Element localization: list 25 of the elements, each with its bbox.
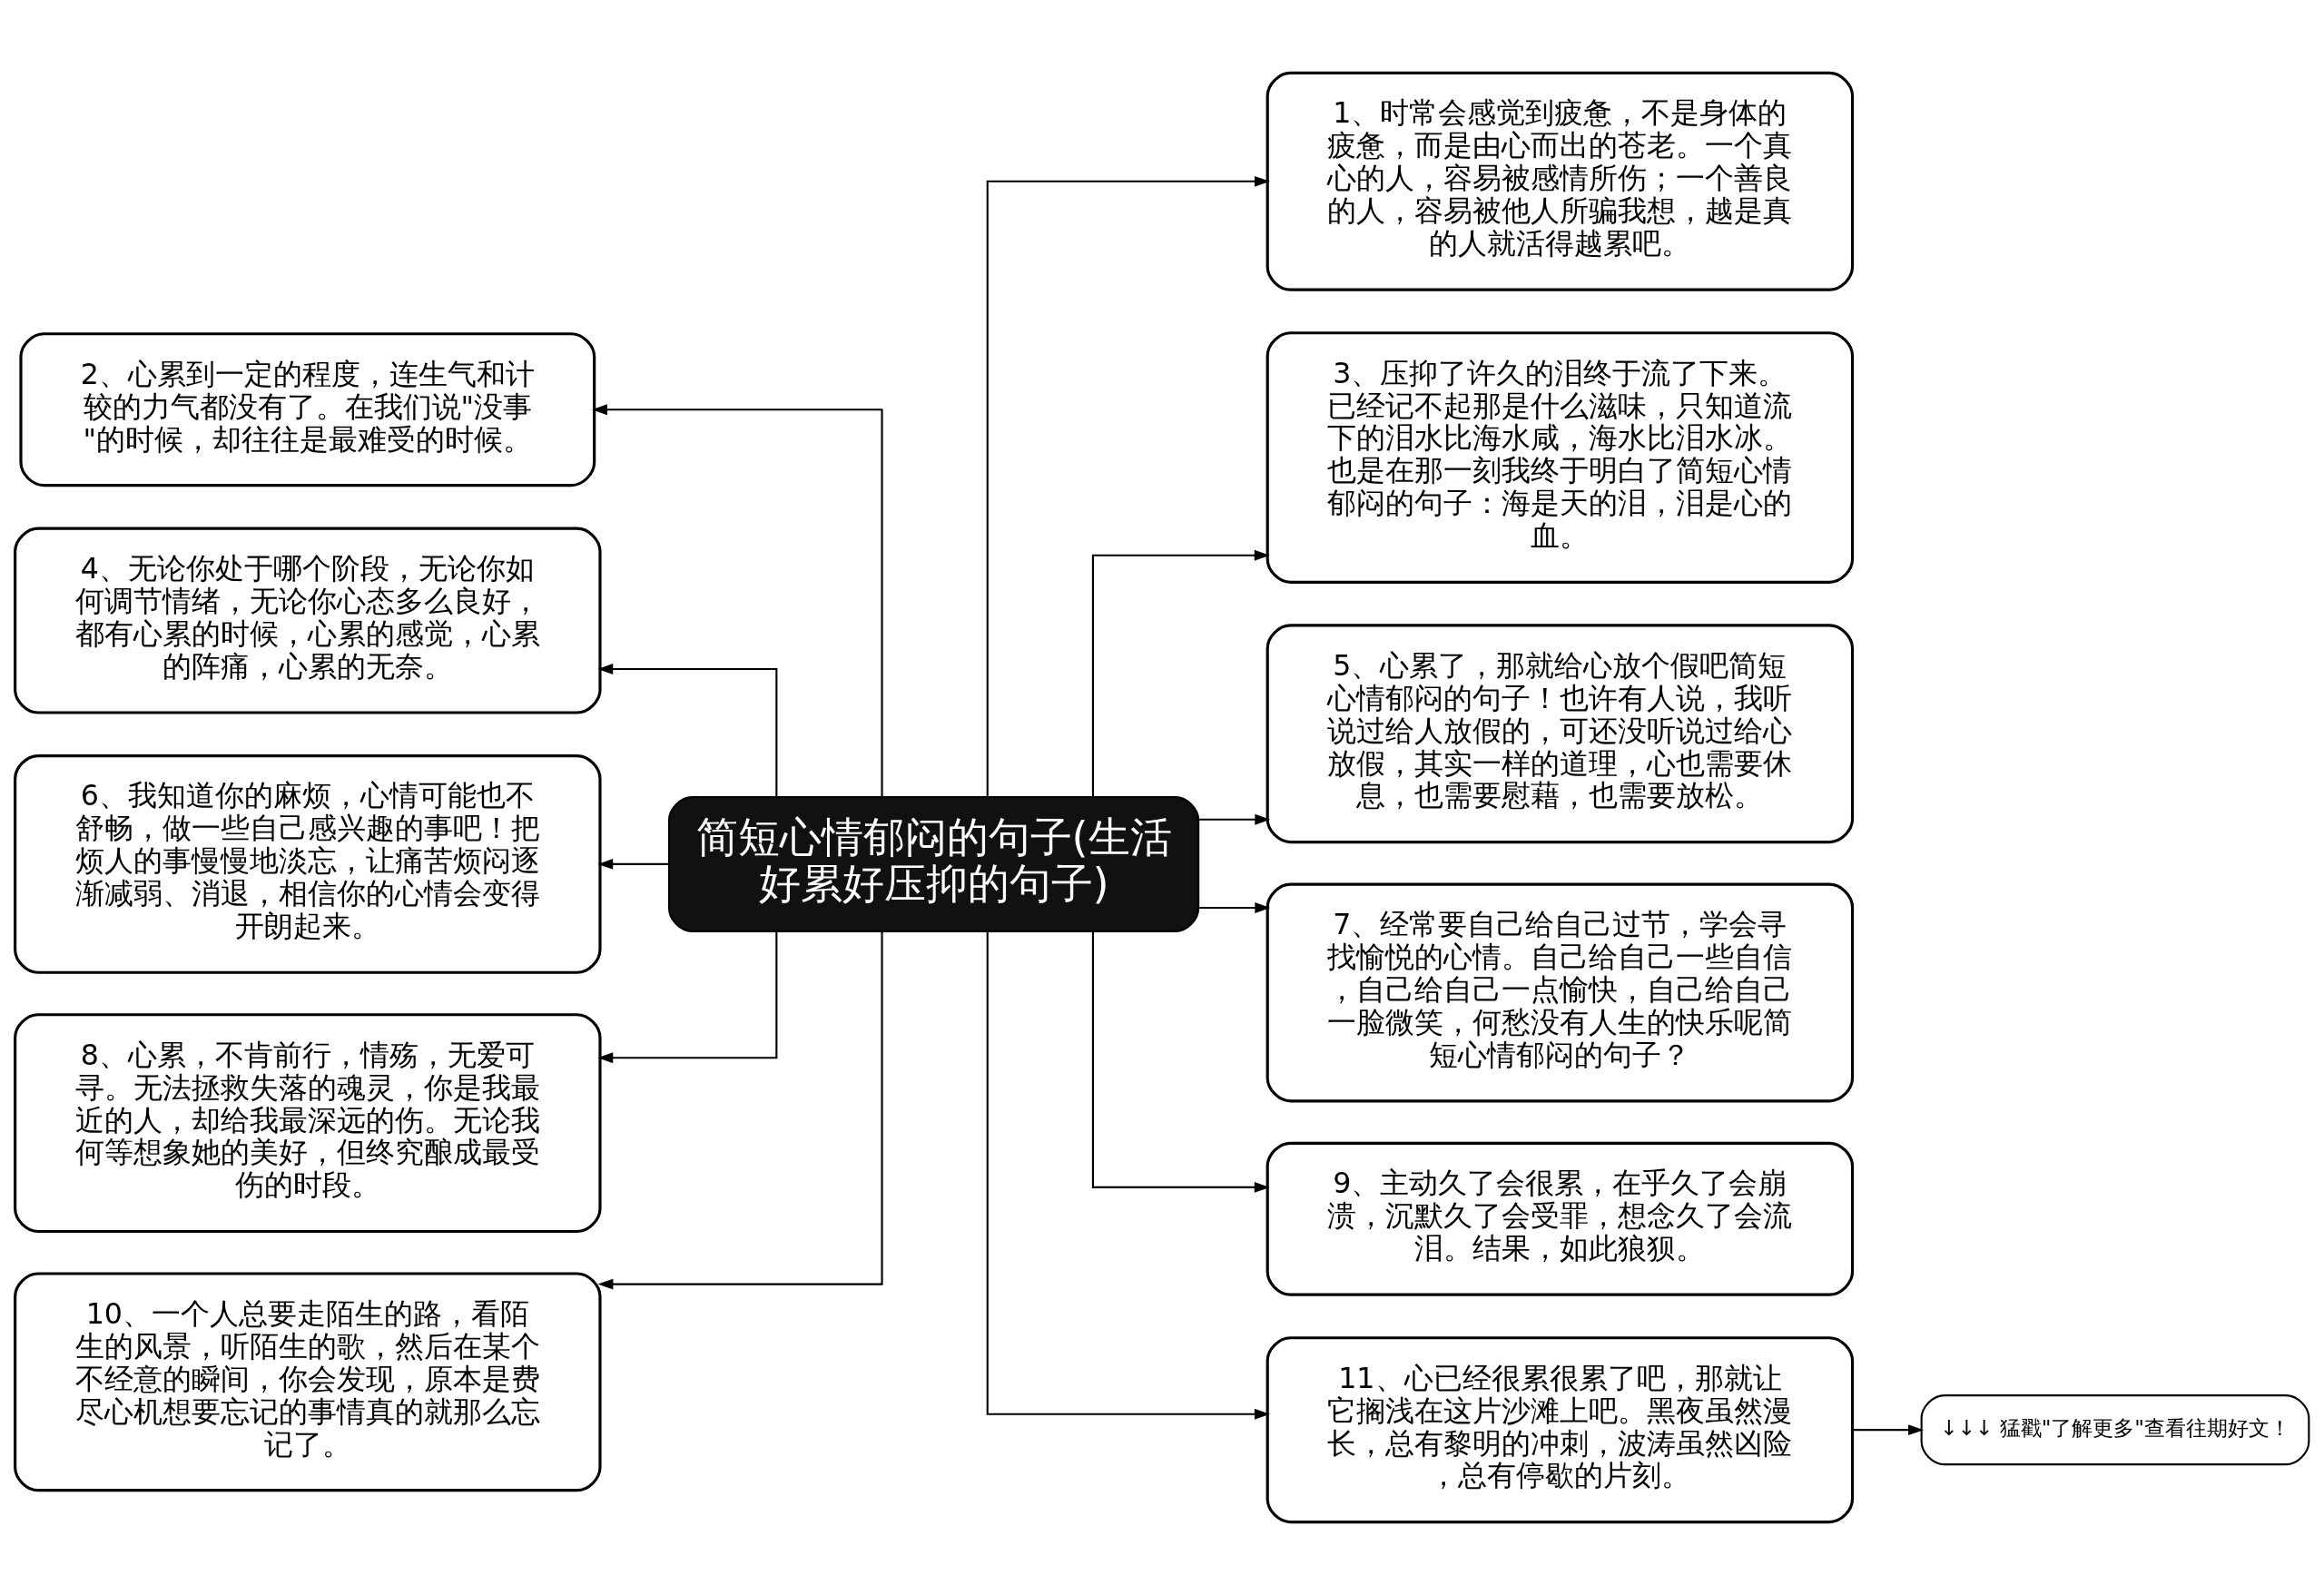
node-box: 11、心已经很累很累了吧，那就让它搁浅在这片沙滩上吧。黑夜虽然漫长，总有黎明的冲刺，波涛虽然凶险，总有停歇的片刻。: [1265, 1336, 1855, 1524]
node-box: 7、经常要自己给自己过节，学会寻找愉悦的心情。自己给自己一些自信，自己给自己一点愉快，自己给自己一脸微笑，何愁没有人生的快乐呢简短心情郁闷的句子？: [1265, 882, 1855, 1103]
arrow: [592, 404, 883, 797]
arrow: [597, 930, 778, 1064]
node-box: 9、主动久了会很累，在乎久了会崩溃，沉默久了会受罪，想念久了会流泪。结果，如此狼狈。: [1265, 1141, 1855, 1296]
node-box: 3、压抑了许久的泪终于流了下来。已经记不起那是什么滋味，只知道流下的泪水比海水咸，海水比泪水冰。也是在那一刻我终于明白了简短心情郁闷的句子：海是天的泪，泪是心的血。: [1265, 331, 1855, 584]
arrow: [597, 664, 778, 797]
arrow: [986, 931, 1270, 1420]
node-box: ↓↓↓ 猛戳"了解更多"查看往期好文！: [1920, 1394, 2310, 1466]
arrow: [1853, 1424, 1925, 1436]
node-box: 5、心累了，那就给心放个假吧简短心情郁闷的句子！也许有人说，我听说过给人放假的，可还没听说过给心放假，其实一样的道理，心也需要休息，也需要慰藉，也需要放松。: [1265, 624, 1855, 844]
node-box: 1、时常会感觉到疲惫，不是身体的疲惫，而是由心而出的苍老。一个真心的人，容易被感情所伤；一个善良的人，容易被他人所骗我想，越是真的人就活得越累吧。: [1265, 71, 1855, 291]
arrow: [597, 931, 883, 1290]
node-box: 10、一个人总要走陌生的路，看陌生的风景，听陌生的歌，然后在某个不经意的瞬间，你会发现，原本是费尽心机想要忘记的事情真的就那么忘记了。: [14, 1272, 602, 1492]
node-box: 4、无论你处于哪个阶段，无论你如何调节情绪，无论你心态多么良好，都有心累的时候，心累的感觉，心累的阵痛，心累的无奈。: [14, 527, 602, 714]
arrow: [1091, 931, 1270, 1193]
arrow: [1199, 813, 1271, 825]
arrow: [986, 175, 1270, 797]
arrow: [597, 859, 669, 870]
node-box: 8、心累，不肯前行，情殇，无爱可寻。无法拯救失落的魂灵，你是我最近的人，却给我最深远的伤。无论我何等想象她的美好，但终究酿成最受伤的时段。: [14, 1013, 602, 1234]
arrow: [1091, 549, 1270, 797]
node-box: 2、心累到一定的程度，连生气和计较的力气都没有了。在我们说"没事"的时候，却往往是最难受的时候。: [19, 332, 596, 487]
node-box: 6、我知道你的麻烦，心情可能也不舒畅，做一些自己感兴趣的事吧！把烦人的事慢慢地淡忘，让痛苦烦闷逐渐减弱、消退，相信你的心情会变得开朗起来。: [14, 753, 602, 974]
node-box: 简短心情郁闷的句子(生活好累好压抑的句子): [668, 795, 1200, 932]
arrow: [1199, 902, 1271, 913]
